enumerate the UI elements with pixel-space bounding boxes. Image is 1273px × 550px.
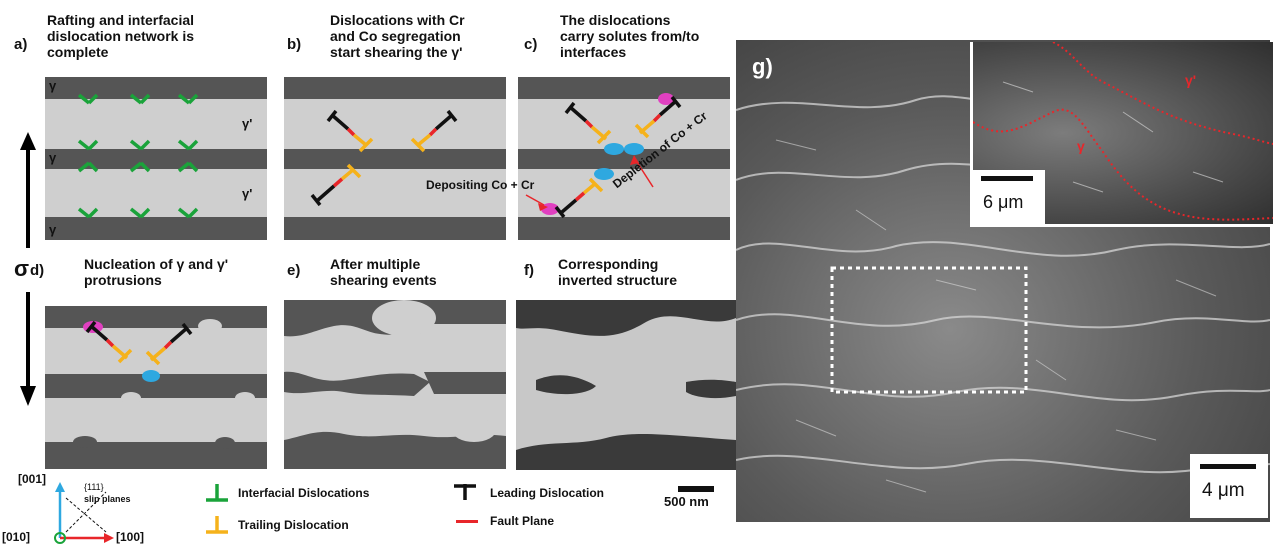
panel-b-title-line: Dislocations with Cr xyxy=(330,12,465,28)
slip-plane-label: slip planes xyxy=(84,494,131,504)
scale-bar-main xyxy=(1200,464,1256,469)
panel-b-title-line: and Co segregation xyxy=(330,28,461,44)
legend-interfacial: Interfacial Dislocations xyxy=(238,486,370,500)
panel-e-title: After multiple shearing events xyxy=(330,256,437,288)
panel-c-title: The dislocations carry solutes from/to i… xyxy=(560,12,699,60)
gamma-label: γ xyxy=(49,150,57,165)
panel-c-title-line: interfaces xyxy=(560,44,627,60)
inset-gamma-label: γ xyxy=(1077,138,1085,154)
panel-a-title-line: Rafting and interfacial xyxy=(47,12,195,28)
scale-label-inset: 6 μm xyxy=(983,192,1024,212)
panel-a-label: a) xyxy=(14,36,28,53)
panel-d-schematic xyxy=(45,306,267,469)
depositing-annotation: Depositing Co + Cr xyxy=(426,178,535,192)
gamma-label: γ xyxy=(49,78,57,93)
stress-label: σ xyxy=(14,256,30,281)
panel-g-inset: γ' γ 6 μm xyxy=(970,42,1273,227)
scale-label-main: 4 μm xyxy=(1202,480,1245,501)
panel-a-title-line: complete xyxy=(47,44,109,60)
panel-a-title-line: dislocation network is xyxy=(47,28,195,44)
panel-e-label: e) xyxy=(287,262,301,279)
panel-e-title-line: shearing events xyxy=(330,272,437,288)
axis-x-label: [100] xyxy=(116,530,145,544)
panel-e-title-line: After multiple xyxy=(330,256,421,272)
panel-f-micrograph xyxy=(516,300,736,470)
scale-bar-inset xyxy=(981,176,1033,181)
stress-arrow xyxy=(20,132,36,406)
leading-dislocation-icon xyxy=(454,484,476,500)
inverted-structure xyxy=(516,300,736,470)
gamma-label: γ xyxy=(49,222,57,237)
scale-label-f: 500 nm xyxy=(664,494,709,509)
protrusions-d xyxy=(73,319,255,449)
gamma-prime-label: γ' xyxy=(242,116,253,131)
fault-plane-icon xyxy=(456,520,478,523)
interfacial-dislocation-icon xyxy=(206,484,228,502)
panel-d-label: d) xyxy=(30,262,45,279)
trailing-dislocation-icon xyxy=(206,516,228,534)
panel-d-title-line: Nucleation of γ and γ' xyxy=(84,256,229,272)
scale-bar-f xyxy=(678,486,714,492)
dislocations-c xyxy=(525,93,682,219)
main-scale-box: 4 μm xyxy=(1190,454,1268,518)
axis-y-label: [001] xyxy=(18,472,47,486)
panel-f-title: Corresponding inverted structure xyxy=(558,256,677,288)
panel-a-schematic xyxy=(45,77,267,240)
sheared-structure-e xyxy=(284,300,506,469)
panel-g-label: g) xyxy=(752,54,773,79)
inset-texture xyxy=(973,42,1273,221)
legend-fault: Fault Plane xyxy=(490,514,555,528)
panel-c-title-line: carry solutes from/to xyxy=(560,28,700,44)
panel-c-title-line: The dislocations xyxy=(560,12,671,28)
panel-f-label: f) xyxy=(524,262,534,279)
panel-d-title: Nucleation of γ and γ' protrusions xyxy=(84,256,228,288)
panel-c-label: c) xyxy=(524,36,538,53)
panel-b-label: b) xyxy=(287,36,302,53)
slip-plane-label: {111} xyxy=(84,482,104,492)
legend-leading: Leading Dislocation xyxy=(490,486,605,500)
inset-scale-box: 6 μm xyxy=(973,170,1045,224)
inset-gamma-prime-label: γ' xyxy=(1185,72,1197,88)
panel-a-title: Rafting and interfacial dislocation netw… xyxy=(47,12,194,60)
interfacial-dislocations xyxy=(77,93,199,219)
panel-d-title-line: protrusions xyxy=(84,272,162,288)
panel-f-title-line: Corresponding xyxy=(558,256,659,272)
panel-b-title-line: start shearing the γ' xyxy=(330,44,463,60)
crystal-axes xyxy=(54,482,114,544)
panel-e-schematic xyxy=(284,300,506,469)
panel-b-title: Dislocations with Cr and Co segregation … xyxy=(330,12,465,60)
gamma-prime-label: γ' xyxy=(242,186,253,201)
panel-c-schematic xyxy=(518,77,730,240)
panel-b-schematic xyxy=(284,77,506,240)
dislocations-b xyxy=(310,109,458,207)
axis-z-label: [010] xyxy=(2,530,31,544)
panel-f-title-line: inverted structure xyxy=(558,272,678,288)
legend-trailing: Trailing Dislocation xyxy=(238,518,349,532)
